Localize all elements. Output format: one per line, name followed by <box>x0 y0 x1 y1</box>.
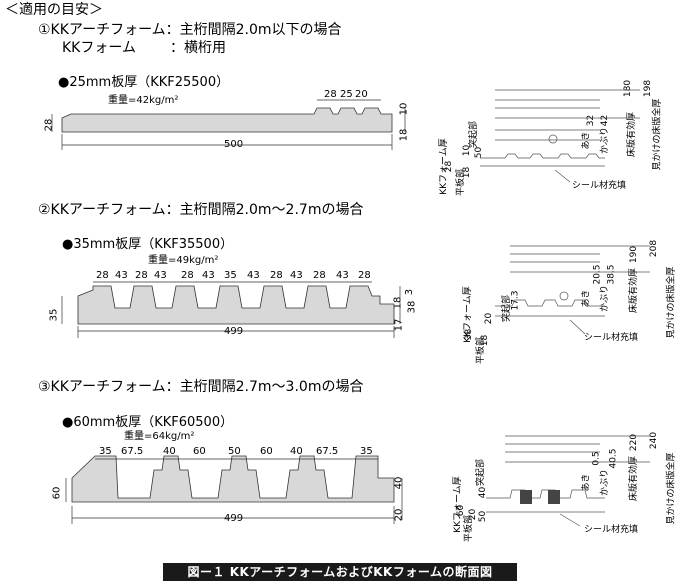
figure-caption: 図ー１ KKアーチフォームおよびKKフォームの断面図 <box>163 563 517 581</box>
case3-dim-top-4: 50 <box>228 446 241 457</box>
case2-dim-top-1: 43 <box>115 270 128 281</box>
case2-dim-top-5: 43 <box>202 270 215 281</box>
case1-form-profile <box>61 107 393 133</box>
case3-detail-rib-1 <box>520 490 532 504</box>
case1-plate: ●25mm板厚（KKF25500） <box>58 75 230 90</box>
case3-detail-rib-2 <box>548 490 560 504</box>
case3-side-note: シール材充填 <box>584 525 639 535</box>
case3-dim-top-7: 67.5 <box>316 446 339 457</box>
case2-side-note: シール材充填 <box>584 333 639 343</box>
case1-side-note: シール材充填 <box>572 181 627 191</box>
case2-dim-top-6: 35 <box>224 270 237 281</box>
case1-dim-width: 500 <box>224 139 244 150</box>
case2-dim-top-7: 43 <box>247 270 260 281</box>
case3-dim-top-8: 35 <box>360 446 373 457</box>
case2-form-profile <box>77 285 395 325</box>
case2-dim-top-12: 28 <box>358 270 371 281</box>
case2-dim-top-2: 28 <box>135 270 148 281</box>
case2-dim-top-11: 43 <box>336 270 349 281</box>
case2-dim-top-4: 28 <box>181 270 194 281</box>
case2-detail-form <box>495 299 605 307</box>
case3-dim-top-1: 67.5 <box>121 446 144 457</box>
case3-title: ③KKアーチフォーム：主桁間隔2.7m〜3.0mの場合 <box>38 379 364 395</box>
case3-dim-top-2: 40 <box>163 446 176 457</box>
case1-dim-top-1: 25 <box>340 89 353 100</box>
case2-dim-top-0: 28 <box>96 270 109 281</box>
case2-dim-width: 499 <box>224 326 244 337</box>
case3-weight: 重量=64kg/m² <box>124 431 195 442</box>
case2-dim-top-9: 43 <box>290 270 303 281</box>
case3-plate: ●60mm板厚（KKF60500） <box>62 415 234 430</box>
case3-form-profile <box>71 455 395 503</box>
case1-title: ①KKアーチフォーム：主桁間隔2.0m以下の場合 <box>38 22 342 38</box>
case1-dim-top-2: 20 <box>355 89 368 100</box>
case1-detail-rebar <box>548 134 558 144</box>
case1-subtitle-name: KKフォーム <box>62 40 136 56</box>
case1-detail-form <box>480 153 605 159</box>
case2-dim-top-8: 28 <box>270 270 283 281</box>
case1-subtitle-use: ：横桁用 <box>170 40 226 56</box>
case3-dim-top-3: 60 <box>193 446 206 457</box>
case3-dim-top-5: 60 <box>260 446 273 457</box>
case3-detail-form <box>486 489 605 499</box>
case2-plate: ●35mm板厚（KKF35500） <box>62 237 234 252</box>
page-heading: ＜適用の目安＞ <box>5 2 103 18</box>
case3-dim-top-6: 40 <box>290 446 303 457</box>
case1-dim-top-0: 28 <box>324 89 337 100</box>
case2-dim-top-10: 28 <box>313 270 326 281</box>
case3-dim-width: 499 <box>224 513 244 524</box>
case3-dim-top-0: 35 <box>99 446 112 457</box>
case2-detail-rebar <box>559 291 569 301</box>
case2-weight: 重量=49kg/m² <box>148 255 219 266</box>
case2-title: ②KKアーチフォーム：主桁間隔2.0m〜2.7mの場合 <box>38 202 364 218</box>
case1-weight: 重量=42kg/m² <box>108 95 179 106</box>
case2-dim-top-3: 43 <box>154 270 167 281</box>
